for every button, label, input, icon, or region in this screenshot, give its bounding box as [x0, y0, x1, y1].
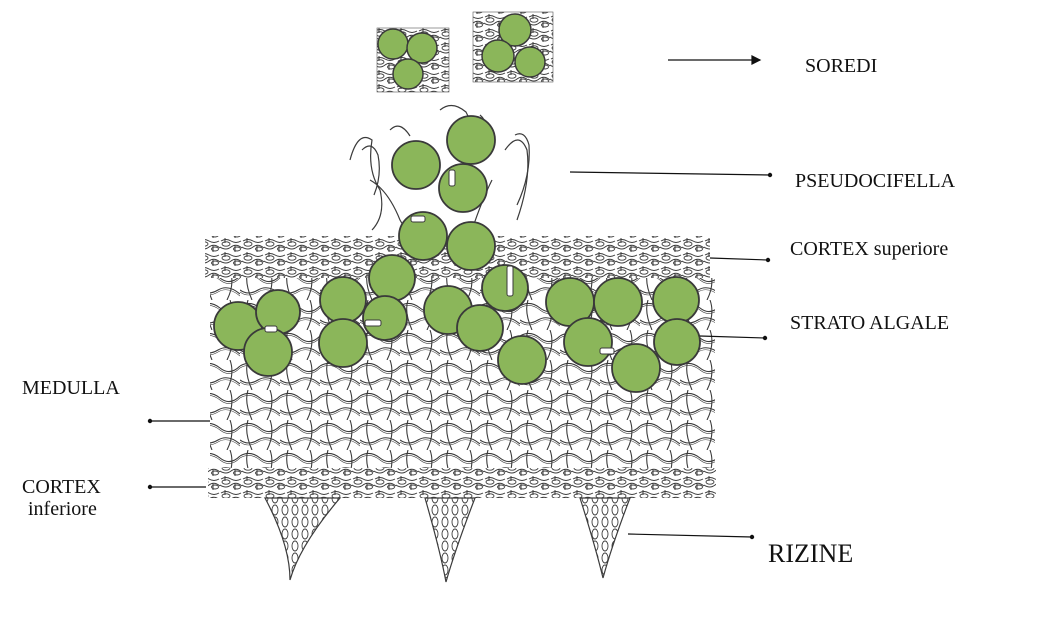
algal-cell: [392, 141, 440, 189]
algal-cell: [594, 278, 642, 326]
soredio-algal-cell: [482, 40, 514, 72]
algal-cell: [439, 164, 487, 212]
soredio-algal-cell: [393, 59, 423, 89]
rizina: [425, 498, 475, 582]
algal-cell: [320, 277, 366, 323]
algal-cell: [244, 328, 292, 376]
algal-cell: [654, 319, 700, 365]
arrow-head: [752, 56, 760, 64]
leader-cortex-superiore: [710, 258, 768, 260]
label-pseudocifella: PSEUDOCIFELLA: [795, 170, 955, 192]
soredio-algal-cell: [378, 29, 408, 59]
algal-cell: [498, 336, 546, 384]
algal-cell: [447, 116, 495, 164]
label-soredi: SOREDI: [805, 55, 877, 77]
algal-cell: [369, 255, 415, 301]
label-rizine: RIZINE: [768, 540, 853, 569]
algal-cell: [612, 344, 660, 392]
label-cortex-superiore: CORTEX superiore: [790, 238, 948, 260]
algal-cell: [653, 277, 699, 323]
label-cortex-inferiore-line1: CORTEX: [22, 476, 101, 498]
leader-pseudocifella: [570, 172, 770, 175]
rizina: [580, 498, 630, 578]
soredio-algal-cell: [515, 47, 545, 77]
algal-cell: [482, 265, 528, 311]
rizine-group: [265, 498, 630, 582]
pseudocifella-algae: [392, 116, 495, 270]
algal-cell: [564, 318, 612, 366]
soredi-group: [377, 12, 553, 92]
leader-rizine: [628, 534, 752, 537]
rizina: [265, 498, 340, 580]
label-cortex-inferiore-line2: inferiore: [22, 498, 101, 520]
algal-cell: [256, 290, 300, 334]
label-medulla: MEDULLA: [22, 377, 120, 399]
algal-cell: [447, 222, 495, 270]
algal-cell: [319, 319, 367, 367]
algal-cell: [457, 305, 503, 351]
label-cortex-inferiore: CORTEX inferiore: [22, 476, 101, 520]
cortex-inferiore-layer: [208, 468, 716, 498]
label-strato-algale: STRATO ALGALE: [790, 312, 949, 334]
soredio-algal-cell: [407, 33, 437, 63]
algal-cell: [363, 296, 407, 340]
